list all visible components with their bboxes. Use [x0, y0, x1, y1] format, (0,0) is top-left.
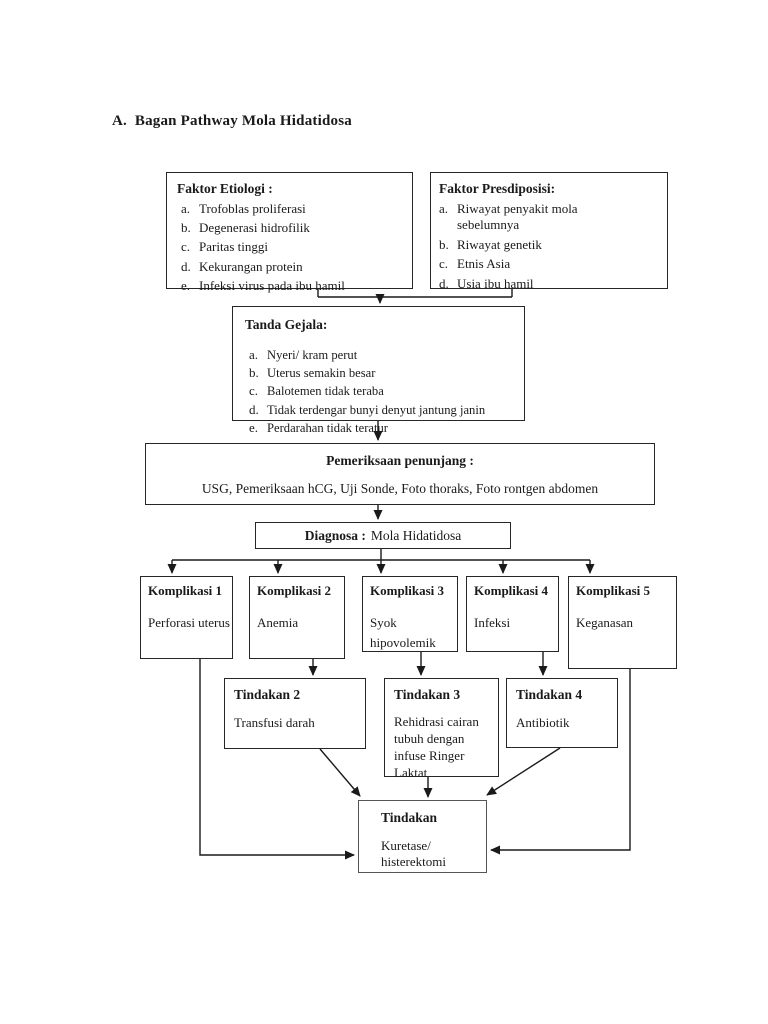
komplikasi-2-body: Anemia	[257, 614, 299, 630]
list-item: b. Uterus semakin besar	[245, 365, 520, 382]
item-text: Nyeri/ kram perut	[267, 347, 358, 362]
tindakan-final-box: Tindakan Kuretase/ histerektomi	[358, 800, 487, 873]
list-item: c. Balotemen tidak teraba	[245, 383, 520, 400]
arrow-t2-to-final	[319, 748, 361, 797]
item-letter: b.	[249, 364, 259, 380]
tindakan-4-body: Antibiotik	[516, 714, 570, 730]
komplikasi-2-heading: Komplikasi 2	[257, 583, 332, 598]
tindakan-final-heading: Tindakan	[381, 810, 438, 825]
tanda-gejala-box: Tanda Gejala: a. Nyeri/ kram perut b. Uter…	[232, 306, 525, 435]
tindakan-2-body: Transfusi darah	[234, 714, 315, 730]
list-item: a. Riwayat penyakit mola sebelumnya	[439, 201, 663, 235]
komplikasi-1-body: Perforasi uterus	[148, 614, 230, 630]
list-item: c. Etnis Asia	[439, 256, 663, 273]
item-text: Degenerasi hidrofilik	[199, 219, 310, 235]
item-letter: a.	[249, 346, 259, 362]
tanda-gejala-heading: Tanda Gejala:	[245, 317, 328, 332]
arrow-t4-to-final	[486, 747, 561, 796]
item-text: Tidak terdengar bunyi denyut jantung jan…	[267, 402, 486, 417]
komplikasi-4-box: Komplikasi 4 Infeksi	[466, 576, 559, 652]
pemeriksaan-heading: Pemeriksaan penunjang :	[326, 453, 474, 468]
item-letter: d.	[249, 401, 259, 417]
item-letter: e.	[249, 420, 259, 436]
item-letter: c.	[181, 239, 191, 255]
komplikasi-3-box: Komplikasi 3 Syok hipovolemik	[362, 576, 458, 652]
tindakan-3-heading: Tindakan 3	[394, 687, 461, 702]
list-item: d. Tidak terdengar bunyi denyut jantung j…	[245, 402, 520, 419]
pemeriksaan-box: Pemeriksaan penunjang : USG, Pemeriksaan…	[145, 443, 655, 505]
tindakan-4-heading: Tindakan 4	[516, 687, 583, 702]
etiologi-heading: Faktor Etiologi :	[177, 181, 273, 196]
item-letter: a.	[439, 200, 449, 216]
diagnosa-value: Mola Hidatidosa	[370, 527, 462, 543]
list-item: b. Riwayat genetik	[439, 237, 663, 254]
list-item: e. Perdarahan tidak teratur	[245, 420, 520, 437]
komplikasi-4-heading: Komplikasi 4	[474, 583, 549, 598]
komplikasi-2-box: Komplikasi 2 Anemia	[249, 576, 345, 659]
item-letter: e.	[181, 278, 191, 294]
item-letter: b.	[439, 236, 449, 252]
item-text: Balotemen tidak teraba	[267, 384, 384, 399]
list-item: e. Infeksi virus pada ibu hamil	[177, 278, 406, 295]
diagnosa-box: Diagnosa : Mola Hidatidosa	[255, 522, 511, 549]
komplikasi-5-body: Keganasan	[576, 614, 634, 630]
komplikasi-5-box: Komplikasi 5 Keganasan	[568, 576, 677, 669]
diagnosa-label: Diagnosa :	[304, 527, 366, 543]
komplikasi-1-box: Komplikasi 1 Perforasi uterus	[140, 576, 233, 659]
item-text: Riwayat penyakit mola sebelumnya	[457, 200, 578, 233]
list-item: b. Degenerasi hidrofilik	[177, 220, 406, 237]
komplikasi-5-heading: Komplikasi 5	[576, 583, 651, 598]
item-letter: b.	[181, 219, 191, 235]
list-item: c. Paritas tinggi	[177, 239, 406, 256]
etiologi-box: Faktor Etiologi : a. Trofoblas proliferas…	[166, 172, 413, 293]
item-text: Etnis Asia	[457, 256, 511, 272]
item-letter: d.	[439, 275, 449, 291]
list-item: d. Usia ibu hamil	[439, 276, 663, 293]
item-text: Paritas tinggi	[199, 239, 268, 255]
tindakan-final-body: Kuretase/ histerektomi	[381, 837, 446, 870]
tindakan-3-box: Tindakan 3 Rehidrasi cairan tubuh dengan…	[384, 678, 499, 780]
item-text: Perdarahan tidak teratur	[267, 421, 388, 436]
list-item: a. Nyeri/ kram perut	[245, 347, 520, 364]
arrow-k1-to-final	[199, 659, 355, 860]
item-text: Trofoblas proliferasi	[199, 200, 306, 216]
list-item: d. Kekurangan protein	[177, 259, 406, 276]
pemeriksaan-body: USG, Pemeriksaan hCG, Uji Sonde, Foto th…	[201, 480, 599, 496]
tanda-gejala-list: a. Nyeri/ kram perut b. Uterus semakin bes…	[245, 347, 520, 437]
tindakan-2-heading: Tindakan 2	[234, 687, 301, 702]
presdiposisi-heading: Faktor Presdiposisi:	[439, 181, 556, 196]
item-text: Riwayat genetik	[457, 236, 542, 252]
komplikasi-1-heading: Komplikasi 1	[148, 583, 223, 598]
komplikasi-4-body: Infeksi	[474, 614, 511, 630]
item-text: Uterus semakin besar	[267, 365, 376, 380]
item-text: Infeksi virus pada ibu hamil	[199, 278, 345, 294]
presdiposisi-box: Faktor Presdiposisi: a. Riwayat penyakit …	[430, 172, 668, 291]
etiologi-list: a. Trofoblas proliferasi b. Degenerasi hid…	[177, 201, 406, 295]
item-text: Usia ibu hamil	[457, 275, 534, 291]
presdiposisi-list: a. Riwayat penyakit mola sebelumnya b. Riw…	[439, 201, 663, 293]
tindakan-2-box: Tindakan 2 Transfusi darah	[224, 678, 366, 749]
tindakan-3-body: Rehidrasi cairan tubuh dengan infuse Rin…	[394, 713, 479, 781]
page-title: A. Bagan Pathway Mola Hidatidosa	[112, 113, 352, 129]
item-letter: a.	[181, 200, 191, 216]
komplikasi-3-heading: Komplikasi 3	[370, 583, 445, 598]
item-text: Kekurangan protein	[199, 258, 303, 274]
item-letter: c.	[439, 256, 449, 272]
item-letter: d.	[181, 258, 191, 274]
item-letter: c.	[249, 383, 259, 399]
list-item: a. Trofoblas proliferasi	[177, 201, 406, 218]
arrow-k5-to-final	[490, 669, 631, 855]
komplikasi-3-body: Syok hipovolemik	[370, 614, 436, 651]
tindakan-4-box: Tindakan 4 Antibiotik	[506, 678, 618, 748]
